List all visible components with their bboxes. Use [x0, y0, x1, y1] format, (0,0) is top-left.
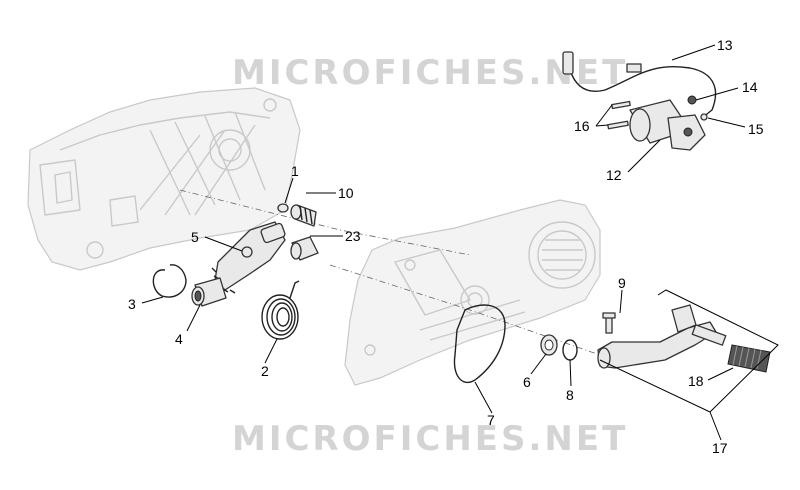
part-14-nut	[687, 95, 697, 105]
leader-14	[695, 87, 739, 101]
callout-labels: 1 10 5 23 3 4 2 7 6 8 9 18 17 13 14 15 1…	[128, 37, 764, 456]
watermark-bottom: MICROFICHES.NET	[232, 419, 628, 459]
callout-7: 7	[487, 412, 495, 428]
leader-lines	[141, 44, 746, 441]
leader-2	[264, 338, 278, 364]
part-8-circlip	[562, 339, 578, 361]
leader-4	[186, 304, 201, 332]
callout-13: 13	[717, 37, 733, 53]
part-12-starter-motor	[629, 99, 706, 151]
watermark-top: MICROFICHES.NET	[232, 53, 628, 93]
callout-12: 12	[606, 167, 622, 183]
part-13-starter-cable	[562, 51, 717, 119]
axis-line-kick	[179, 189, 471, 256]
callout-4: 4	[175, 331, 183, 347]
part-16-screws	[607, 100, 631, 130]
callout-1: 1	[291, 163, 299, 179]
leader-9	[619, 289, 623, 314]
part-6-washer	[540, 334, 558, 356]
part-18-pedal-rubber	[727, 344, 771, 373]
part-10-gear	[290, 204, 317, 227]
part-15-washer	[700, 113, 708, 121]
leader-7	[474, 381, 493, 414]
callout-18: 18	[688, 373, 704, 389]
leader-12	[627, 139, 661, 173]
callout-10: 10	[338, 185, 354, 201]
callout-8: 8	[566, 387, 574, 403]
callout-6: 6	[523, 374, 531, 390]
leader-1	[284, 177, 294, 204]
leader-16b	[595, 124, 609, 127]
leader-3	[141, 296, 164, 304]
part-2-spring	[261, 280, 300, 340]
leader-6	[530, 353, 547, 375]
transmission-cover-ghost	[344, 199, 601, 386]
leader-15	[707, 117, 746, 128]
part-3-circlip	[152, 264, 187, 298]
callout-2: 2	[261, 363, 269, 379]
leader-16a	[595, 104, 613, 127]
leader-8	[569, 359, 572, 387]
callout-23: 23	[345, 228, 361, 244]
part-17-kick-pedal	[597, 304, 727, 369]
callout-14: 14	[742, 79, 758, 95]
axis-line-pedal	[329, 264, 601, 356]
leader-18	[707, 367, 734, 381]
leader-5	[204, 236, 243, 252]
leader-17	[709, 411, 722, 441]
part-1-bushing	[277, 203, 289, 213]
part-4-guide	[191, 277, 227, 307]
part-17-group-bracket	[599, 289, 779, 413]
callout-9: 9	[618, 275, 626, 291]
leader-13	[671, 44, 716, 61]
callout-17: 17	[712, 440, 728, 456]
callout-15: 15	[748, 121, 764, 137]
part-5-kick-sector	[211, 221, 286, 294]
callout-16: 16	[574, 118, 590, 134]
callout-5: 5	[191, 229, 199, 245]
part-23-bushing	[290, 236, 319, 261]
callout-3: 3	[128, 296, 136, 312]
part-7-gasket	[453, 304, 506, 383]
part-9-bolt	[602, 312, 616, 334]
